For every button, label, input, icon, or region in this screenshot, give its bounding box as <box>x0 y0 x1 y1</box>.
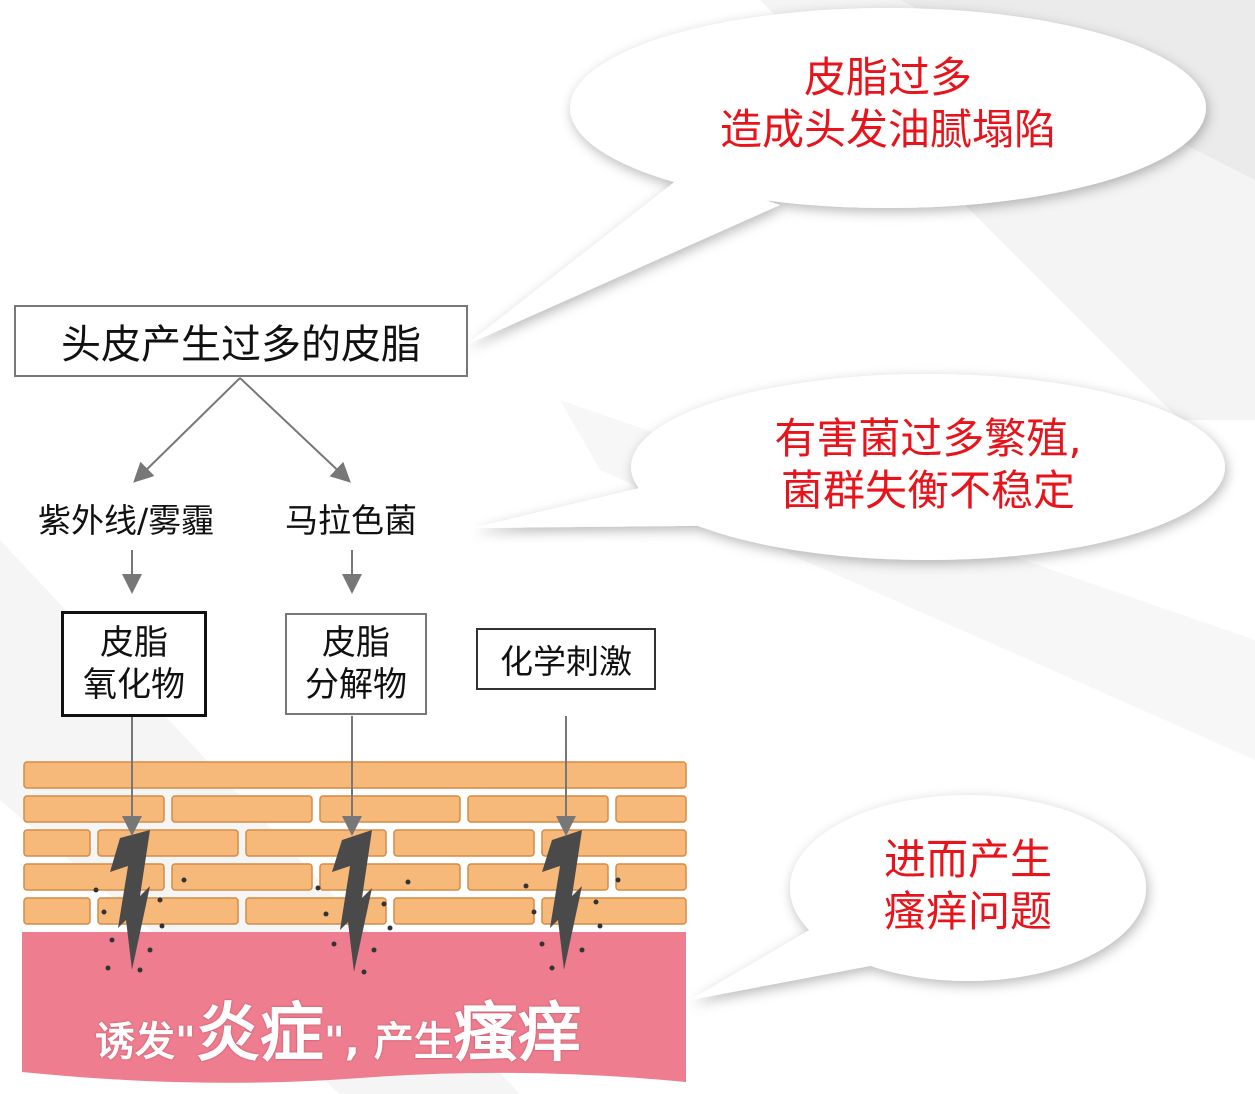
sebum-oxide-line2: 氧化物 <box>83 665 185 705</box>
sebum-decomp-line2: 分解物 <box>305 665 407 705</box>
bubble-bottom-line2: 瘙痒问题 <box>883 887 1052 936</box>
bubble-middle-text: 有害菌过多繁殖, 菌群失衡不稳定 <box>680 413 1176 517</box>
bubble-top-text: 皮脂过多 造成头发油腻塌陷 <box>640 52 1136 156</box>
bubble-middle-line2: 菌群失衡不稳定 <box>780 466 1075 515</box>
crack-marks <box>110 830 582 972</box>
sebum-oxide-box: 皮脂 氧化物 <box>61 611 207 717</box>
bubble-bottom-text: 进而产生 瘙痒问题 <box>820 834 1116 938</box>
caption-part1: 诱发" <box>95 1019 196 1065</box>
scalp-sebum-box: 头皮产生过多的皮脂 <box>14 305 468 377</box>
sebum-decomposition-box: 皮脂 分解物 <box>285 613 427 715</box>
caption-part4: 瘙痒 <box>453 997 582 1071</box>
bubble-top-line1: 皮脂过多 <box>803 53 972 102</box>
cause-malassezia: 马拉色菌 <box>285 501 417 540</box>
bubble-middle-line1: 有害菌过多繁殖, <box>774 414 1082 463</box>
crack-middle <box>332 830 372 972</box>
skin-caption: 诱发"炎症", 产生瘙痒 <box>95 982 582 1074</box>
caption-part3: ", 产生 <box>323 1019 454 1065</box>
debris-dots <box>93 877 621 975</box>
speech-bubble-bottom <box>690 795 1146 1000</box>
speech-bubble-middle <box>472 374 1225 560</box>
cause-uv-haze: 紫外线/雾霾 <box>38 501 215 540</box>
sebum-oxide-line1: 皮脂 <box>100 623 168 663</box>
skin-layer <box>22 932 686 1083</box>
sebum-decomp-line1: 皮脂 <box>322 623 390 663</box>
speech-bubble-top <box>466 8 1206 345</box>
crack-right <box>542 830 582 970</box>
flow-arrows <box>122 377 362 594</box>
crack-left <box>110 830 150 970</box>
bubble-top-line2: 造成头发油腻塌陷 <box>719 105 1056 154</box>
penetration-arrows <box>122 716 576 836</box>
caption-part2: 炎症 <box>195 997 324 1071</box>
chemical-irritation-box: 化学刺激 <box>476 628 656 690</box>
bubble-bottom-line1: 进而产生 <box>883 835 1052 884</box>
